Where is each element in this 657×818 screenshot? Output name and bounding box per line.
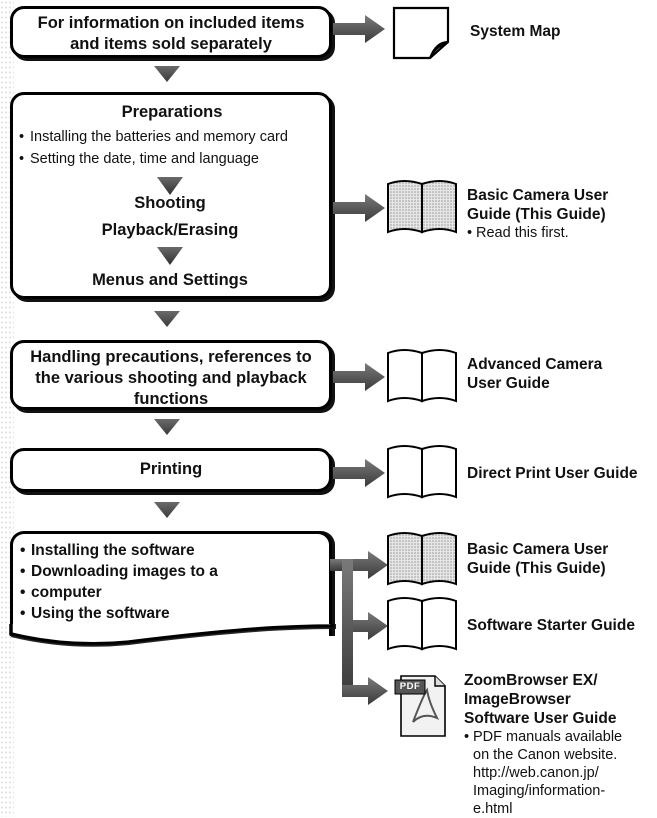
book-icon <box>387 180 457 234</box>
down-arrow-icon <box>154 502 180 518</box>
menus-label: Menus and Settings <box>92 271 248 289</box>
box-handling: Handling precautions, references to the … <box>10 340 332 410</box>
software-box-wavy-edge <box>9 624 336 647</box>
box-preparations: Preparations Installing the batteries an… <box>10 92 332 299</box>
ref-system-map: System Map <box>470 22 560 41</box>
zoombrowser-url-line: http://web.canon.jp/ <box>473 765 599 781</box>
basic-guide-1-note: •Read this first. <box>467 224 608 242</box>
basic-guide-2-line1: Basic Camera User <box>467 541 609 558</box>
right-arrow-icon <box>333 363 385 391</box>
ref-advanced-guide: Advanced Camera User Guide <box>467 355 602 393</box>
zoombrowser-url-line: e.html <box>473 801 513 817</box>
zoombrowser-note: •PDF manuals available on the Canon webs… <box>464 728 622 818</box>
bullet-icon: • <box>464 729 470 745</box>
down-arrow-icon <box>157 177 183 195</box>
handling-line3: functions <box>133 390 209 408</box>
shooting-label: Shooting <box>134 194 206 212</box>
down-arrow-icon <box>157 247 183 265</box>
pdf-label: PDF <box>399 681 421 692</box>
right-arrow-icon <box>333 194 385 222</box>
printing-title: Printing <box>139 460 203 478</box>
box-printing: Printing <box>10 448 332 492</box>
ref-basic-guide-2: Basic Camera User Guide (This Guide) <box>467 540 608 578</box>
preparations-title: Preparations <box>121 103 223 121</box>
box-software: Installing the software Downloading imag… <box>10 531 332 636</box>
book-icon <box>387 349 457 403</box>
right-arrow-icon <box>333 15 385 43</box>
zoombrowser-line3: Software User Guide <box>464 710 617 727</box>
zoombrowser-note-line: •PDF manuals available <box>464 728 622 746</box>
zoombrowser-note-line: on the Canon website. <box>473 747 618 763</box>
ref-software-starter: Software Starter Guide <box>467 616 635 635</box>
basic-guide-1-line2: Guide (This Guide) <box>467 206 606 223</box>
ref-direct-print: Direct Print User Guide <box>467 464 638 483</box>
down-arrow-icon <box>154 66 180 82</box>
basic-guide-1-line1: Basic Camera User <box>467 187 609 204</box>
basic-guide-1-note-text: Read this first. <box>476 225 569 241</box>
system-map-title: System Map <box>470 23 561 40</box>
zoombrowser-line1: ZoomBrowser EX/ <box>464 672 598 689</box>
book-icon <box>387 532 457 586</box>
ref-zoombrowser: ZoomBrowser EX/ ImageBrowser Software Us… <box>464 671 622 818</box>
basic-guide-2-line2: Guide (This Guide) <box>467 560 606 577</box>
list-item: Setting the date, time and language <box>19 148 325 170</box>
list-item-continuation: computer <box>20 582 325 603</box>
branch-connector <box>330 551 388 705</box>
book-icon <box>387 445 457 499</box>
down-arrow-icon <box>154 311 180 327</box>
zoombrowser-url-line: Imaging/information- <box>473 783 606 799</box>
handling-line1: Handling precautions, references to <box>30 348 312 366</box>
box-items-info-line2: and items sold separately <box>70 35 272 53</box>
list-item: Using the software <box>20 603 325 624</box>
box-items-info-line1: For information on included items <box>37 14 305 32</box>
list-item: Downloading images to a <box>20 561 325 582</box>
box-items-info: For information on included items and it… <box>10 6 332 58</box>
list-item: Installing the software <box>20 540 325 561</box>
right-arrow-icon <box>333 459 385 487</box>
book-icon <box>387 597 457 651</box>
list-item: Installing the batteries and memory card <box>19 126 325 148</box>
down-arrow-icon <box>154 419 180 435</box>
software-starter-title: Software Starter Guide <box>467 617 635 634</box>
advanced-guide-line1: Advanced Camera <box>467 356 603 373</box>
preparations-list: Installing the batteries and memory card… <box>19 126 325 170</box>
playback-label: Playback/Erasing <box>101 221 239 239</box>
ref-basic-guide-1: Basic Camera User Guide (This Guide) •Re… <box>467 186 608 242</box>
advanced-guide-line2: User Guide <box>467 375 550 392</box>
zoombrowser-note-line-text: PDF manuals available <box>473 729 623 745</box>
zoombrowser-line2: ImageBrowser <box>464 691 571 708</box>
software-list: Installing the software Downloading imag… <box>20 540 325 624</box>
software-list-continuation-text: computer <box>31 584 102 601</box>
pdf-file-icon: PDF <box>393 672 449 740</box>
handling-line2: the various shooting and playback <box>35 369 307 387</box>
direct-print-title: Direct Print User Guide <box>467 465 638 482</box>
bullet-icon: • <box>467 225 473 241</box>
page-icon <box>392 6 450 60</box>
